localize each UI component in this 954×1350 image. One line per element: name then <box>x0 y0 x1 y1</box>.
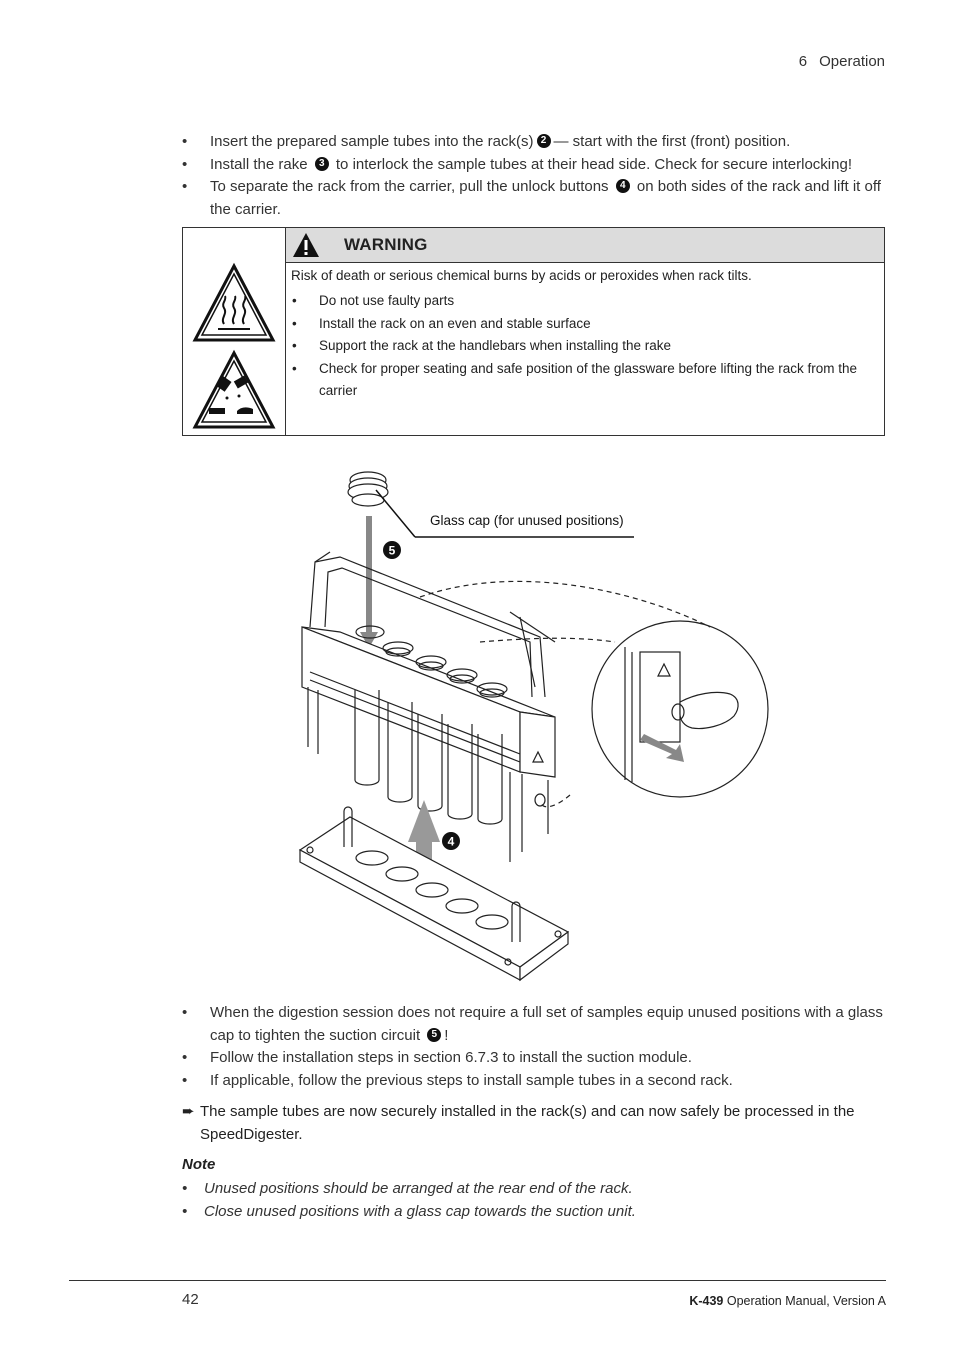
callout-badge: 3 <box>314 156 329 171</box>
badge-4-label: 4 <box>448 835 455 849</box>
warning-lead: Risk of death or serious chemical burns … <box>291 268 752 283</box>
list-item: •Unused positions should be arranged at … <box>182 1180 633 1197</box>
glass-cap-drawing <box>347 471 389 507</box>
page-number: 42 <box>182 1291 199 1308</box>
warning-list: •Do not use faulty parts •Install the ra… <box>291 290 874 403</box>
list-item: •Follow the installation steps in sectio… <box>182 1049 692 1066</box>
rack-drawing <box>301 551 556 862</box>
post-figure-bullet-list: •When the digestion session does not req… <box>182 1002 892 1092</box>
hot-surface-icon <box>192 262 276 342</box>
badge-5-label: 5 <box>389 544 396 558</box>
list-item: •Support the rack at the handlebars when… <box>292 338 671 353</box>
list-item: •Check for proper seating and safe posit… <box>292 360 858 399</box>
warning-box: WARNING Risk of death or serious chemica… <box>182 227 885 436</box>
callout-badge: 5 <box>427 1027 442 1042</box>
list-item: •Do not use faulty parts <box>292 293 455 308</box>
list-item: •To separate the rack from the carrier, … <box>182 178 881 218</box>
callout-badge: 4 <box>615 179 630 194</box>
model-name: K-439 <box>689 1294 724 1308</box>
note-title: Note <box>182 1156 216 1173</box>
manual-version: Operation Manual, Version A <box>723 1294 886 1308</box>
list-item: •Install the rake 3 to interlock the sam… <box>182 155 852 173</box>
warning-body: Risk of death or serious chemical burns … <box>291 265 874 403</box>
carrier-drawing <box>298 806 570 982</box>
warning-header: WARNING <box>286 228 884 263</box>
running-header: 6 Operation <box>799 53 885 70</box>
warning-symbols <box>183 228 286 435</box>
detail-inset <box>419 580 769 808</box>
list-item: •Close unused positions with a glass cap… <box>182 1202 636 1220</box>
glass-cap-callout-label: Glass cap (for unused positions) <box>430 513 624 528</box>
list-item: •If applicable, follow the previous step… <box>182 1071 733 1089</box>
result-statement: ➨ The sample tubes are now securely inst… <box>182 1101 887 1146</box>
section-title: Operation <box>819 53 885 70</box>
warning-title: WARNING <box>344 235 428 254</box>
callout-badge-5: 5 <box>383 541 401 559</box>
result-text: The sample tubes are now securely instal… <box>200 1103 855 1143</box>
corrosive-icon <box>192 349 276 429</box>
hazard-icons <box>192 262 276 429</box>
callout-badge-4: 4 <box>442 832 460 850</box>
list-item: •When the digestion session does not req… <box>182 1004 883 1044</box>
intro-bullet-list: •Insert the prepared sample tubes into t… <box>182 131 892 221</box>
list-item: •Insert the prepared sample tubes into t… <box>182 133 791 150</box>
footer-divider <box>69 1280 886 1281</box>
section-number: 6 <box>798 53 808 70</box>
warning-triangle-icon <box>293 233 319 257</box>
result-arrow-icon: ➨ <box>182 1103 195 1120</box>
callout-badge: 2 <box>536 134 551 149</box>
note-list: •Unused positions should be arranged at … <box>182 1178 636 1223</box>
list-item: •Install the rack on an even and stable … <box>292 315 591 331</box>
rack-installation-figure: Glass cap (for unused positions) 5 4 <box>298 471 769 982</box>
footer-manual-title: K-439 Operation Manual, Version A <box>689 1294 886 1308</box>
